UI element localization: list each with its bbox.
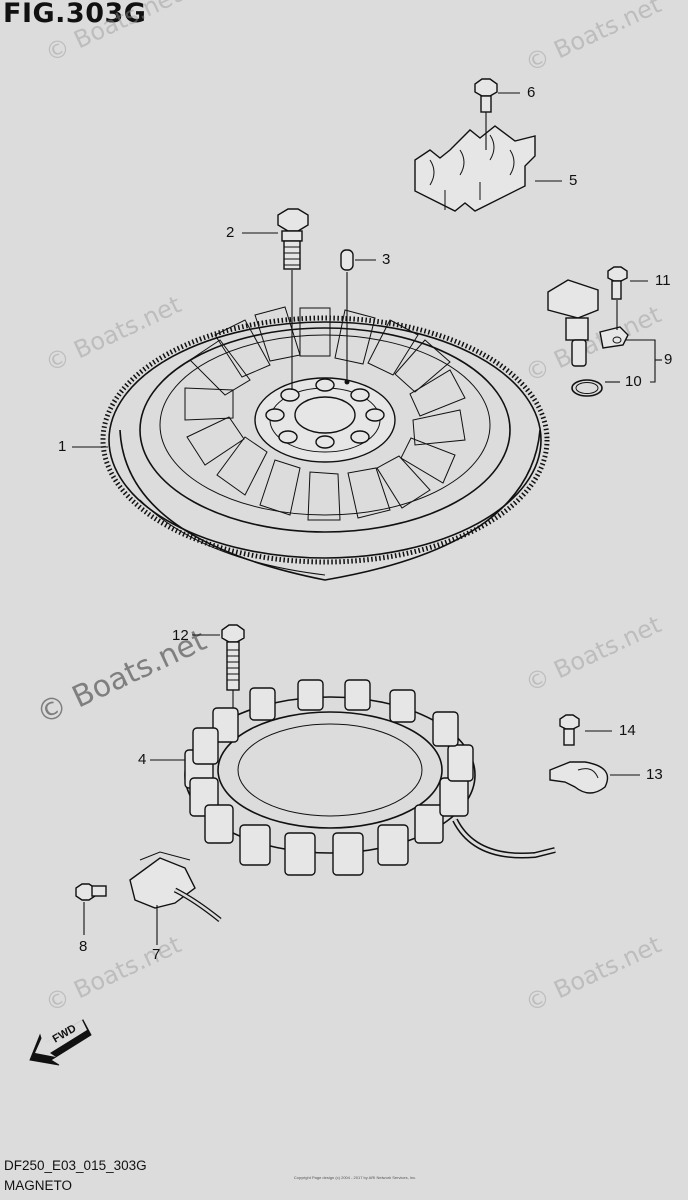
callout-5: 5 bbox=[569, 172, 578, 189]
callout-12: 12 bbox=[172, 627, 189, 644]
bolt-part bbox=[559, 714, 612, 746]
pin-part bbox=[340, 249, 376, 380]
bolt-part bbox=[192, 624, 245, 730]
copyright-notice: Copyright Page design (c) 2004 - 2017 by… bbox=[293, 1175, 417, 1180]
screw-part bbox=[75, 883, 107, 935]
figure-code: DF250_E03_015_303G bbox=[4, 1158, 147, 1173]
figure-name: MAGNETO bbox=[4, 1178, 73, 1193]
bolt-part bbox=[474, 78, 520, 150]
sensor-part bbox=[547, 266, 662, 397]
figure-title: FIG.303G bbox=[3, 0, 147, 29]
callout-1: 1 bbox=[58, 438, 67, 455]
callout-4: 4 bbox=[138, 751, 147, 768]
callout-14: 14 bbox=[619, 722, 636, 739]
callout-10: 10 bbox=[625, 373, 642, 390]
callout-3: 3 bbox=[382, 251, 391, 268]
clamp-part bbox=[414, 125, 562, 212]
clip-part bbox=[549, 761, 640, 794]
callout-11: 11 bbox=[655, 272, 671, 289]
callout-9: 9 bbox=[664, 351, 673, 368]
bolt-part bbox=[277, 208, 309, 390]
pickup-part bbox=[129, 851, 222, 945]
callout-7: 7 bbox=[152, 946, 161, 963]
callout-6: 6 bbox=[527, 84, 536, 101]
callout-8: 8 bbox=[79, 938, 88, 955]
callout-2: 2 bbox=[226, 224, 235, 241]
stator-part bbox=[150, 679, 556, 876]
fwd-arrow-icon bbox=[29, 1019, 92, 1066]
callout-13: 13 bbox=[646, 766, 663, 783]
flywheel-part bbox=[100, 306, 550, 581]
